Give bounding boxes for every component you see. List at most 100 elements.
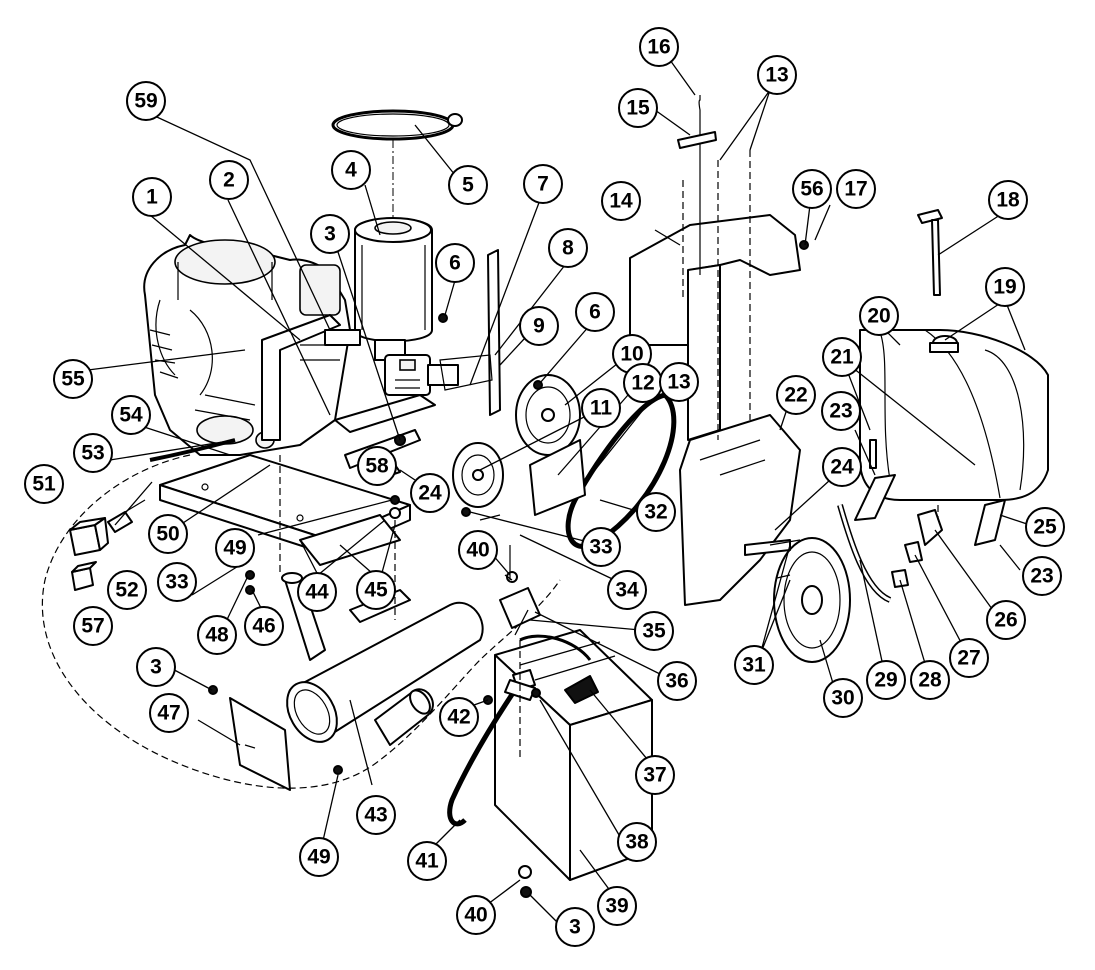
callout-41: 41 [407, 841, 447, 881]
callout-3c: 3 [555, 907, 595, 947]
svg-text:55: 55 [61, 368, 85, 391]
hose-clamp [331, 109, 463, 141]
callout-32: 32 [636, 492, 676, 532]
callout-34: 34 [607, 570, 647, 610]
callout-54: 54 [111, 395, 151, 435]
callout-33b: 33 [581, 527, 621, 567]
svg-text:3: 3 [150, 656, 162, 679]
battery-hold-down [564, 675, 599, 704]
svg-text:23: 23 [829, 400, 852, 423]
callout-12: 12 [623, 363, 663, 403]
callout-28: 28 [910, 660, 950, 700]
callout-23a: 23 [821, 391, 861, 431]
callout-25: 25 [1025, 507, 1065, 547]
svg-text:59: 59 [134, 90, 157, 113]
callout-52: 52 [107, 570, 147, 610]
pulley-small [515, 374, 581, 456]
callout-7: 7 [523, 164, 563, 204]
callout-42: 42 [439, 697, 479, 737]
callout-35: 35 [634, 611, 674, 651]
svg-text:31: 31 [742, 654, 766, 677]
svg-text:25: 25 [1033, 516, 1057, 539]
svg-text:46: 46 [252, 615, 275, 638]
starter-cable [149, 438, 236, 462]
battery-bracket [499, 587, 541, 629]
svg-text:36: 36 [665, 670, 688, 693]
callout-51: 51 [24, 464, 64, 504]
callout-31: 31 [734, 645, 774, 685]
svg-text:12: 12 [631, 372, 654, 395]
relay [71, 561, 97, 591]
solenoid [69, 517, 109, 556]
svg-text:3: 3 [569, 916, 581, 939]
svg-text:19: 19 [993, 276, 1016, 299]
callout-16: 16 [639, 27, 679, 67]
svg-text:6: 6 [589, 301, 601, 324]
callout-47: 47 [149, 693, 189, 733]
callout-59: 59 [126, 81, 166, 121]
svg-text:50: 50 [156, 523, 179, 546]
callout-43: 43 [356, 795, 396, 835]
svg-text:11: 11 [590, 397, 613, 420]
callout-53: 53 [73, 433, 113, 473]
callout-4: 4 [331, 150, 371, 190]
assembly-dashed-loop [41, 454, 561, 789]
tank-strap-right [974, 499, 1006, 546]
svg-text:24: 24 [830, 456, 854, 479]
callout-33a: 33 [157, 562, 197, 602]
svg-text:54: 54 [119, 404, 143, 427]
muffler [281, 572, 484, 746]
callout-18: 18 [988, 180, 1028, 220]
callout-6a: 6 [435, 243, 475, 283]
svg-text:35: 35 [642, 620, 666, 643]
svg-text:10: 10 [620, 343, 643, 366]
belt-guard [629, 214, 801, 606]
svg-text:33: 33 [589, 536, 612, 559]
callout-39: 39 [597, 886, 637, 926]
svg-text:53: 53 [81, 442, 104, 465]
tank-strap-left [854, 474, 896, 521]
svg-text:18: 18 [996, 189, 1020, 212]
fuel-filter [107, 499, 146, 533]
svg-text:22: 22 [784, 384, 807, 407]
svg-text:37: 37 [643, 764, 666, 787]
svg-text:17: 17 [844, 178, 867, 201]
svg-text:28: 28 [918, 669, 942, 692]
svg-text:24: 24 [418, 482, 442, 505]
svg-text:4: 4 [345, 159, 357, 182]
callout-50: 50 [148, 514, 188, 554]
svg-text:26: 26 [994, 609, 1017, 632]
callout-48: 48 [197, 615, 237, 655]
battery-cable-negative [447, 688, 518, 827]
svg-text:13: 13 [667, 371, 690, 394]
svg-text:30: 30 [831, 687, 854, 710]
callout-40b: 40 [456, 895, 496, 935]
svg-text:7: 7 [537, 173, 549, 196]
callout-2: 2 [209, 160, 249, 200]
callout-58: 58 [357, 446, 397, 486]
svg-text:41: 41 [415, 850, 439, 873]
callout-3a: 3 [310, 214, 350, 254]
svg-text:15: 15 [626, 97, 650, 120]
battery-cable-positive [519, 634, 592, 661]
svg-text:2: 2 [223, 169, 235, 192]
svg-text:49: 49 [223, 537, 246, 560]
adapter-plate [439, 354, 493, 391]
callout-24a: 24 [410, 473, 450, 513]
drive-belt [565, 392, 677, 549]
svg-text:40: 40 [464, 904, 487, 927]
callout-3b: 3 [136, 647, 176, 687]
svg-text:6: 6 [449, 252, 461, 275]
fuel-fittings [891, 509, 943, 588]
svg-text:34: 34 [615, 579, 639, 602]
callout-57: 57 [73, 606, 113, 646]
callout-36: 36 [657, 661, 697, 701]
svg-text:38: 38 [625, 831, 649, 854]
callout-30: 30 [823, 678, 863, 718]
callout-11: 11 [581, 388, 621, 428]
svg-text:16: 16 [647, 36, 670, 59]
callout-45: 45 [356, 570, 396, 610]
svg-text:5: 5 [462, 174, 474, 197]
exhaust-pipe [261, 314, 341, 441]
